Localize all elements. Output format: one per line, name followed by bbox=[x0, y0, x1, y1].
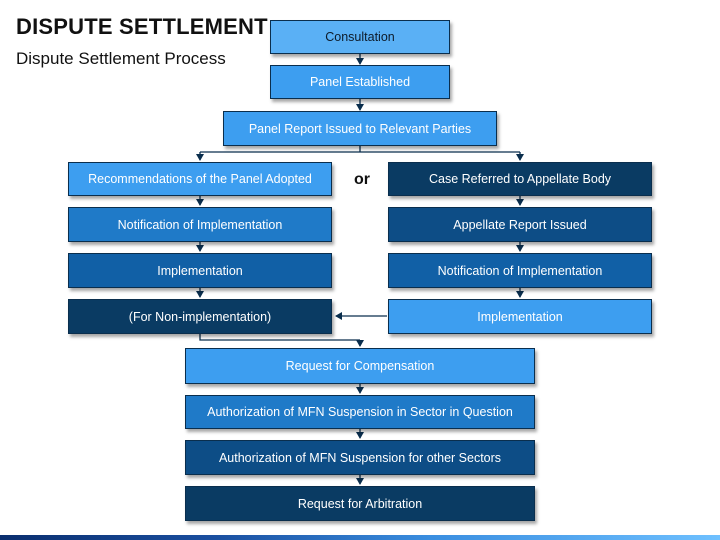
or-separator: or bbox=[354, 171, 370, 188]
final-step-mfn-other-sectors: Authorization of MFN Suspension for othe… bbox=[185, 440, 535, 475]
right-step-case-referred: Case Referred to Appellate Body bbox=[388, 162, 652, 196]
consultation-box: Consultation bbox=[270, 20, 450, 54]
panel-report-box: Panel Report Issued to Relevant Parties bbox=[223, 111, 497, 146]
final-step-mfn-sector: Authorization of MFN Suspension in Secto… bbox=[185, 395, 535, 429]
left-step-implementation: Implementation bbox=[68, 253, 332, 288]
left-step-non-implementation: (For Non-implementation) bbox=[68, 299, 332, 334]
page-title: DISPUTE SETTLEMENT bbox=[16, 14, 268, 39]
footer-bar bbox=[0, 535, 720, 540]
connector-left-to-final bbox=[199, 334, 360, 341]
final-step-arbitration: Request for Arbitration bbox=[185, 486, 535, 521]
page-subtitle: Dispute Settlement Process bbox=[16, 49, 226, 68]
left-step-recommendations: Recommendations of the Panel Adopted bbox=[68, 162, 332, 196]
final-step-compensation: Request for Compensation bbox=[185, 348, 535, 384]
left-step-notification: Notification of Implementation bbox=[68, 207, 332, 242]
right-step-appellate-report: Appellate Report Issued bbox=[388, 207, 652, 242]
right-step-notification: Notification of Implementation bbox=[388, 253, 652, 288]
right-step-implementation: Implementation bbox=[388, 299, 652, 334]
panel-established-box: Panel Established bbox=[270, 65, 450, 99]
